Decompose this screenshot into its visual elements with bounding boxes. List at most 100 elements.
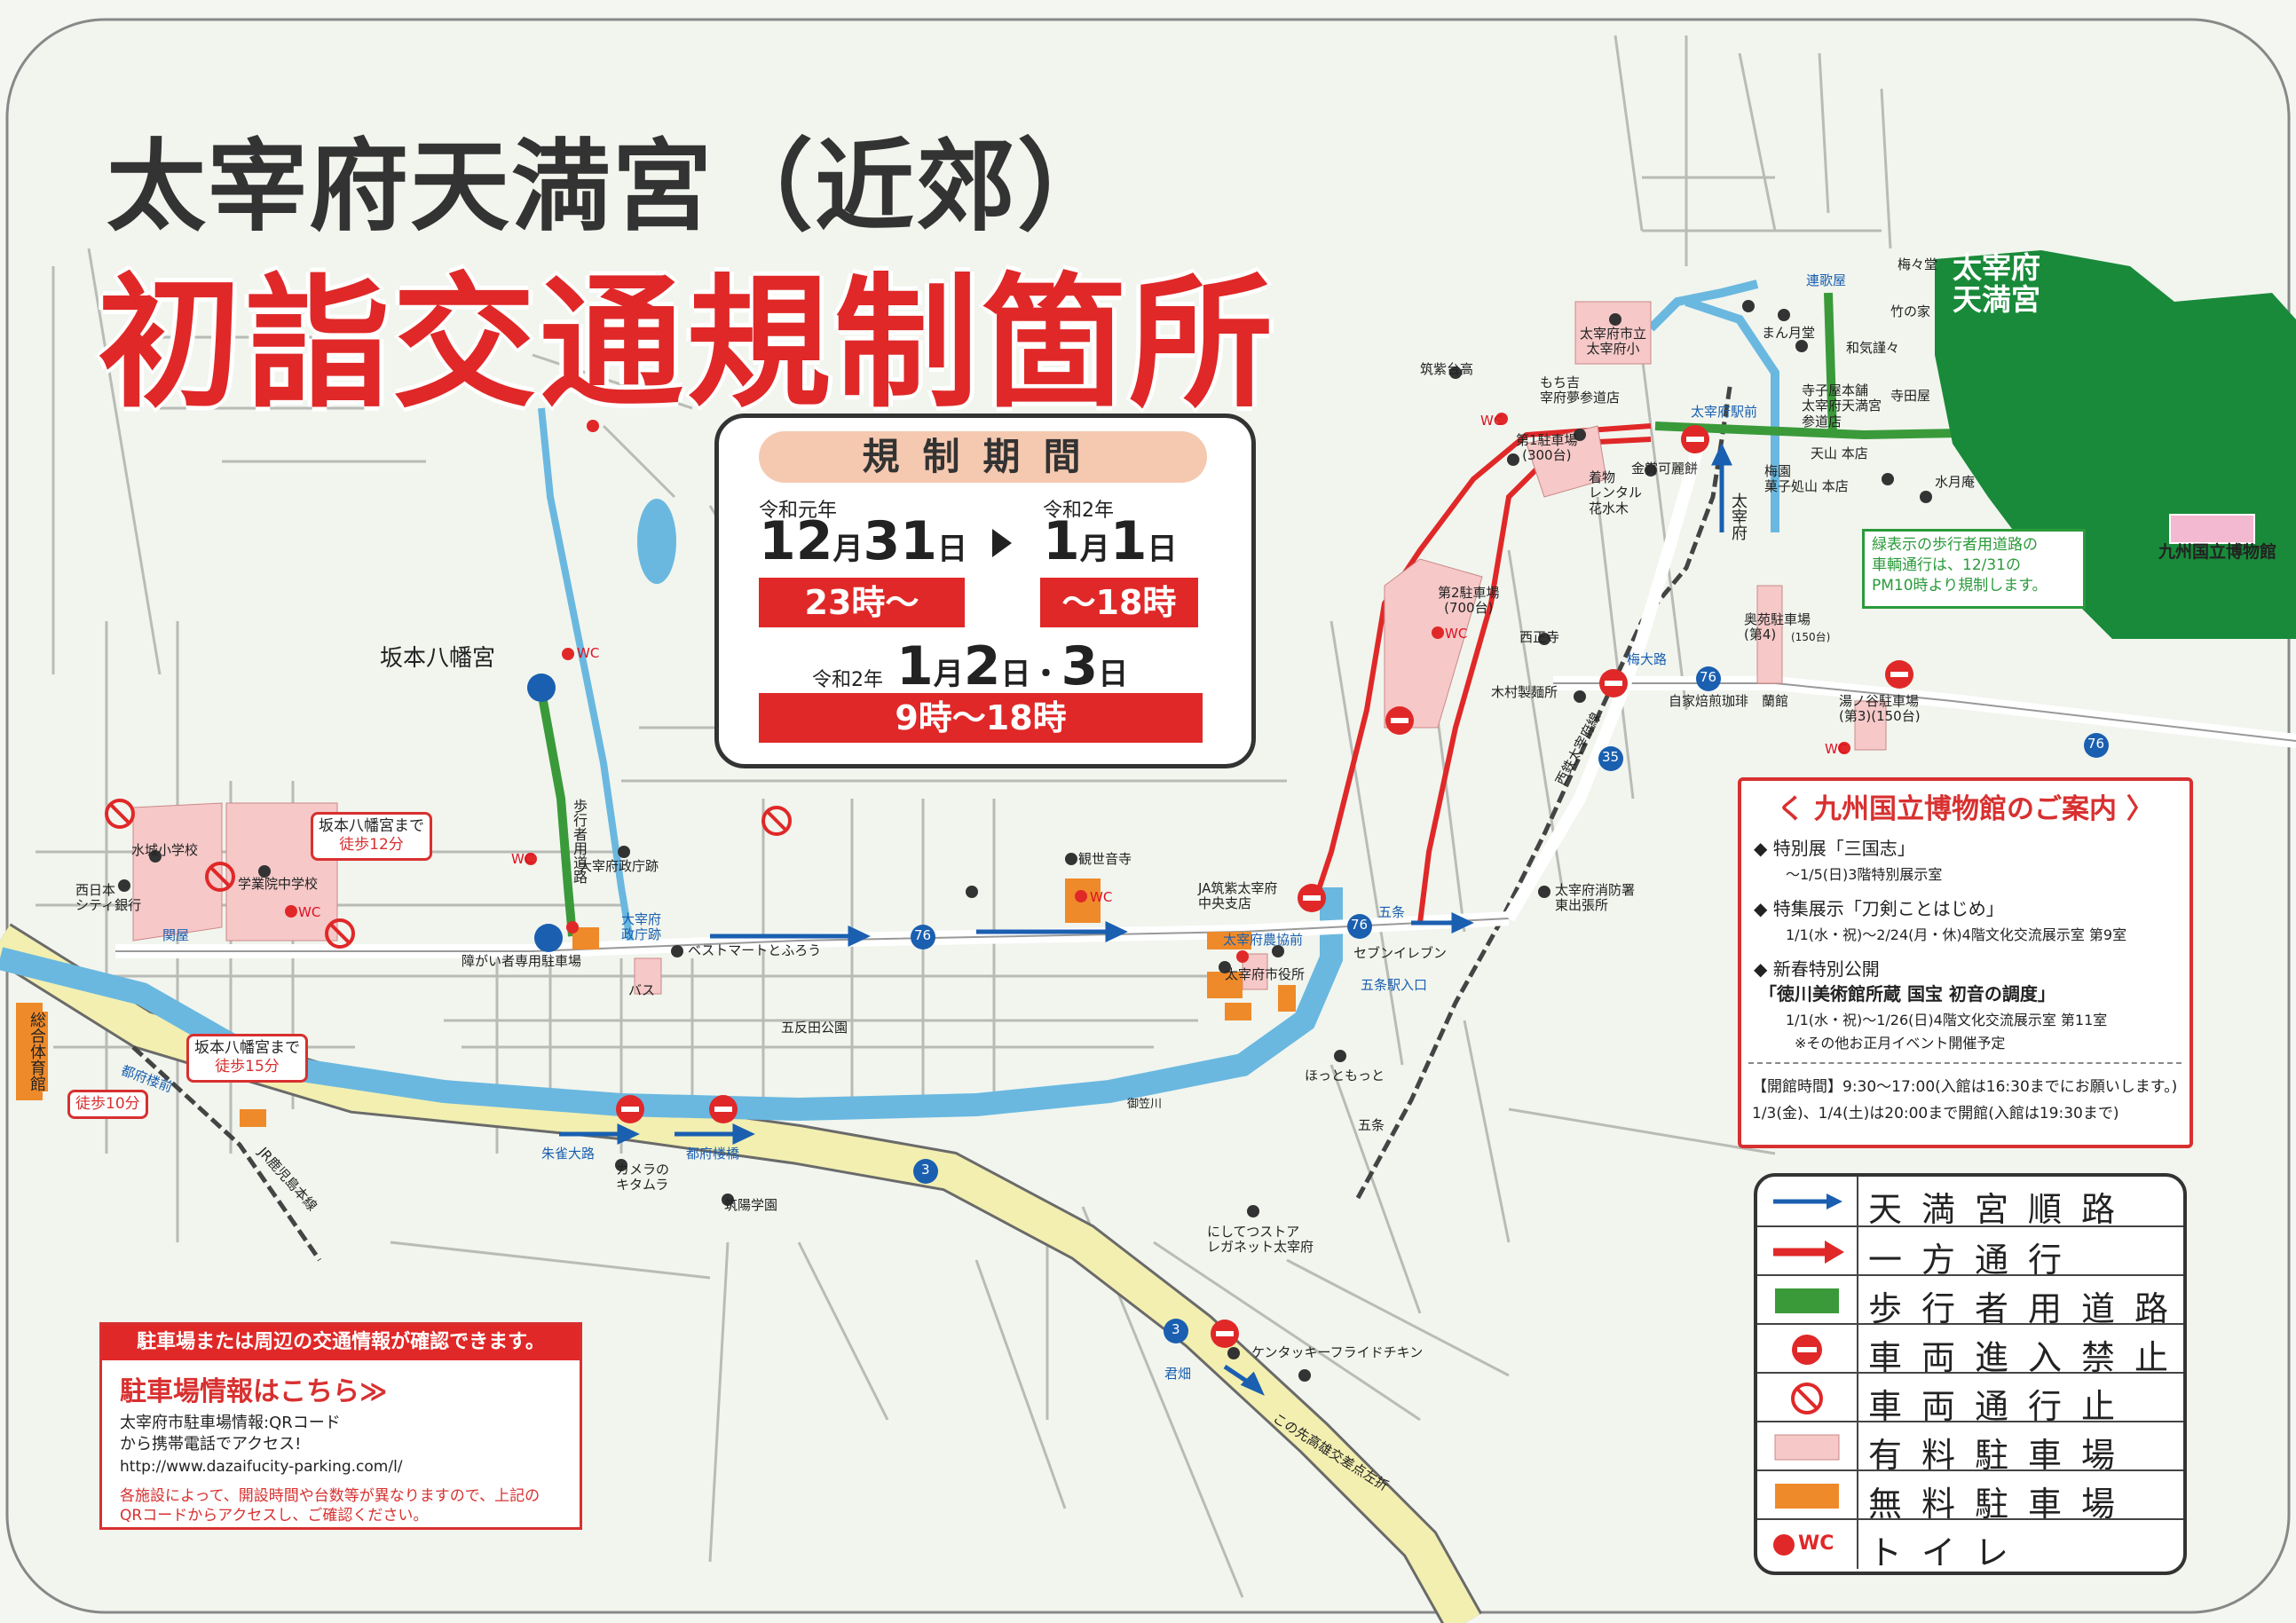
period-era-3: 令和2年 [812,669,883,691]
map-title: 太宰府天満宮（近郊） [107,130,1118,245]
parking-info-line-1: 太宰府市駐車場情報:QRコード [120,1414,341,1432]
label-nokyo: 太宰府農協前 [1223,932,1304,948]
label-kanzeon: 観世音寺 [1078,851,1132,867]
paid-parking-lots [132,301,1887,995]
route-arrows [559,443,1732,1396]
legend-row-route: 天満宮順路 [1757,1177,2183,1229]
legend-row-toilet: WC トイレ [1757,1518,2183,1572]
label-pedestrian-road: 歩行者用道路 [571,799,588,884]
museum-item-3-note: ※その他お正月イベント開催予定 [1795,1035,2006,1052]
divider [1748,1062,2182,1064]
label-saishoji: 西正寺 [1519,629,1560,645]
legend-row-oneway: 一方通行 [1757,1225,2183,1280]
label-tenzan: 天山 本店 [1811,445,1868,461]
label-gotanda: 五反田公園 [781,1020,848,1036]
wc-label: WC [577,645,600,661]
legend-label: 車両通行止 [1868,1387,2135,1426]
label-kentucky: ケンタッキーフライドチキン [1251,1344,1424,1360]
legend-label: 天満宮順路 [1868,1190,2135,1229]
regulation-period-box: 規制期間 令和元年 12月31日 令和2年 1月1日 23時～ ～18時 令和2… [714,414,1256,768]
label-kimihata: 君畑 [1164,1366,1192,1382]
wc-label: WC [1090,889,1113,905]
pedestrian-road-sakamoto [539,700,577,937]
legend-label: トイレ [1868,1533,2029,1572]
label-parking-2: 第2駐車場 (700台) [1438,585,1500,617]
label-hotto: ほっともっと [1305,1068,1385,1083]
period-era-2: 令和2年 [1043,500,1114,522]
museum-item-2: ◆ 特集展示「刀剣ことはじめ」 [1754,898,2004,919]
period-time-1: 23時～ [759,578,965,627]
museum-info-box: く 九州国立博物館のご案内 〉 ◆ 特別展「三国志」 ～1/5(日)3階特別展示… [1738,777,2193,1148]
walk-callout-2: 坂本八幡宮まで徒歩15分 [186,1034,308,1083]
pedestrian-road-sando [1654,422,1962,440]
red-arrow-icon [1757,1227,1858,1276]
museum-hours-extra: 1/3(金)、1/4(土)は20:00まで開館(入館は19:30まで) [1752,1105,2119,1123]
museum-hours: 【開館時間】9:30～17:00(入館は16:30までにお願いします。) [1752,1078,2178,1096]
toilet-markers [285,413,1850,963]
label-mochi: もち吉 宰府夢参道店 [1540,374,1621,406]
pedestrian-icon [527,674,556,702]
river-stream [538,407,634,941]
walk-callout-1: 坂本八幡宮まで徒歩12分 [311,812,432,861]
period-date-3: 1月2日・3日 [896,635,1129,697]
arrow-right-icon [992,529,1012,557]
road-closed-icon [1757,1374,1858,1422]
museum-label: 九州国立博物館 [2158,542,2277,562]
period-time-2: ～18時 [1040,578,1198,627]
green-swatch-icon [1757,1276,1858,1325]
label-shiyakusho: 太宰府市役所 [1225,966,1306,982]
period-time-3: 9時～18時 [759,693,1203,743]
label-yunotani: 湯ノ谷駐車場 (第3)(150台) [1839,693,1921,725]
label-gojo-eki: 五条駅入口 [1361,977,1428,993]
legend-row-no-entry: 車両進入禁止 [1757,1323,2183,1377]
wc-label: WC [1480,413,1503,429]
museum-item-3-date: 1/1(水・祝)～1/26(日)4階文化交流展示室 第11室 [1786,1012,2108,1028]
legend-row-free-parking: 無料駐車場 [1757,1469,2183,1524]
label-gakuin: 学業院中学校 [238,876,319,892]
parking-url-link[interactable]: http://www.dazaifucity-parking.com/l/ [120,1458,403,1476]
legend-label: 歩行者用道路 [1868,1289,2189,1328]
jr-line [131,1045,322,1262]
route-3-label: 3 [921,1162,930,1178]
map-frame [5,18,2291,1614]
period-title: 規制期間 [759,431,1207,483]
label-terako: 寺子屋本舗 太宰府天満宮 参道店 [1802,382,1882,429]
parking-note-1: 各施設によって、開設時間や台数等が異なりますので、上記の [120,1487,540,1505]
route-76-label: 76 [1700,669,1717,685]
label-umeojiro: 梅大路 [1627,651,1668,667]
legend-label: 有料駐車場 [1868,1436,2135,1475]
period-date-2: 1月1日 [1043,510,1178,572]
period-era-1: 令和元年 [759,500,838,522]
label-manzoku: まん月堂 [1762,325,1816,341]
museum-building [2169,514,2255,544]
label-umezono: 梅園 菓子処山 本店 [1764,463,1849,495]
route-76-label: 76 [914,927,932,943]
no-entry-icon [1757,1325,1858,1374]
label-wakuragi: 和気謹々 [1846,340,1900,356]
label-baibaido: 梅々堂 [1898,256,1938,272]
route-76-label: 76 [2087,736,2105,752]
label-gojo-station: 五条 [1358,1117,1385,1133]
toilet-icon: WC [1757,1520,1858,1569]
legend-row-pedestrian: 歩行者用道路 [1757,1274,2183,1328]
facility-markers [118,300,1932,1382]
pond [637,499,676,584]
label-okuen: 奥苑駐車場 (第4) [1744,611,1811,643]
no-entry-markers [616,425,1913,1348]
pink-swatch-icon [1757,1422,1858,1471]
label-bestmart: ベストマートとふろう [688,942,822,958]
museum-item-2-date: 1/1(水・祝)～2/24(月・休)4階文化交流展示室 第9室 [1786,926,2127,943]
label-sogo: 総合体育館 [25,1012,48,1091]
label-kizuna: 木村製麺所 [1491,684,1558,700]
road-35 [1503,424,1710,922]
museum-item-1-date: ～1/5(日)3階特別展示室 [1786,866,1943,883]
label-kinzan: 金賞可麗餅 [1631,461,1699,477]
label-kamera: カメラの キタムラ [616,1162,670,1194]
wc-label: WC [511,851,534,867]
museum-item-3-title: 「徳川美術館所蔵 国宝 初音の調度」 [1759,983,2055,1005]
label-gojo: 五条 [1378,904,1406,920]
label-takenoya: 竹の家 [1890,303,1931,319]
label-shogai: 障がい者専用駐車場 [462,953,582,969]
route-shields [911,666,2109,1343]
